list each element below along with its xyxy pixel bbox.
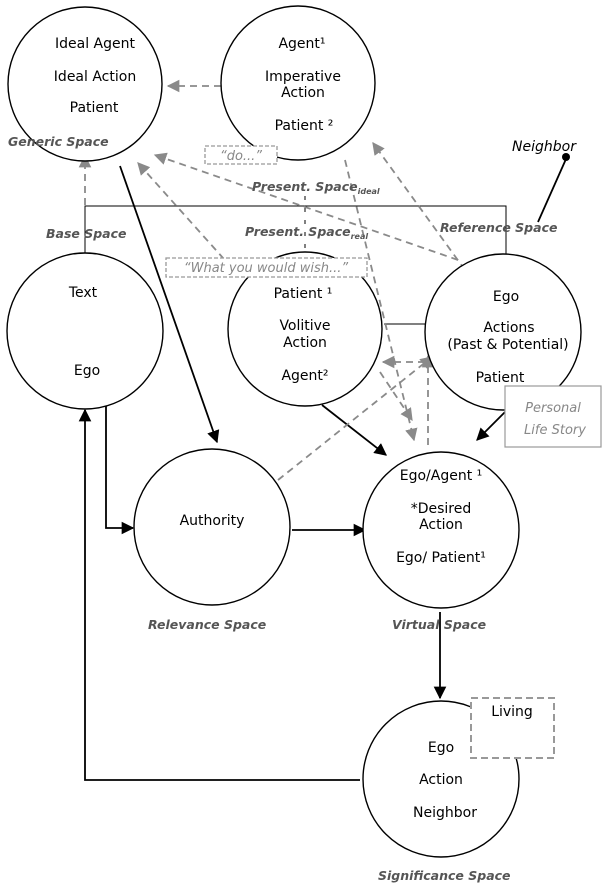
relevance-line-1: Authority <box>180 513 245 529</box>
relevance-space: Authority <box>133 448 291 606</box>
base-space-label: Base Space <box>46 226 127 241</box>
real-line-2: Volitive <box>279 318 330 334</box>
real-line-3: Action <box>283 335 327 351</box>
base-line-1: Text <box>68 285 98 301</box>
reference-to-virtual-arrow <box>476 411 506 441</box>
base-line-2: Ego <box>74 363 100 379</box>
real-to-virtual-dashed-arrow <box>379 371 413 422</box>
present-real-label: Present. Spacereal <box>245 224 368 241</box>
do-box: “do...” <box>204 145 278 165</box>
generic-space-label: Generic Space <box>8 134 109 149</box>
virtual-space-label: Virtual Space <box>392 617 486 632</box>
reference-to-generic-arrow <box>153 152 459 261</box>
ideal-line-2: Imperative <box>265 69 341 85</box>
generic-line-2: Ideal Action <box>54 69 136 85</box>
present-ideal-space: Agent¹ Imperative Action Patient ² <box>220 5 376 161</box>
wish-text: “What you would wish...” <box>184 261 349 276</box>
virtual-space: Ego/Agent ¹ *Desired Action Ego/ Patient… <box>362 451 520 609</box>
living-box: Living <box>470 697 555 759</box>
ideal-to-virtual-arrow <box>344 159 418 442</box>
significance-line-3: Neighbor <box>413 805 477 821</box>
significance-space-label: Significance Space <box>378 868 511 883</box>
ideal-line-4: Patient ² <box>275 118 334 134</box>
living-text: Living <box>491 704 533 720</box>
relevance-space-label: Relevance Space <box>148 617 266 632</box>
generic-line-3: Patient <box>70 100 119 116</box>
reference-space: Ego Actions (Past & Potential) Patient <box>424 253 582 411</box>
ideal-line-3: Action <box>281 85 325 101</box>
reference-line-4: Patient <box>476 370 525 386</box>
ideal-line-1: Agent¹ <box>278 36 325 52</box>
virtual-line-2: *Desired <box>411 501 472 517</box>
reference-line-2: Actions <box>483 320 534 336</box>
generic-to-relevance-arrow <box>119 165 220 444</box>
base-space: Text Ego <box>6 252 164 410</box>
virtual-line-4: Ego/ Patient¹ <box>396 550 486 566</box>
virtual-line-3: Action <box>419 517 463 533</box>
wish-box: “What you would wish...” <box>165 257 368 278</box>
significance-to-base-arrow <box>78 408 360 781</box>
neighbor-label: Neighbor <box>512 139 577 155</box>
present-ideal-label: Present. Spaceideal <box>252 179 380 196</box>
neighbor-link <box>537 158 567 223</box>
relevance-to-reference-arrow <box>277 356 433 481</box>
real-to-generic-arrow <box>137 162 233 269</box>
present-real-space: Patient ¹ Volitive Action Agent² <box>227 251 383 407</box>
significance-line-2: Action <box>419 772 463 788</box>
generic-line-1: Ideal Agent <box>55 36 135 52</box>
virtual-line-1: Ego/Agent ¹ <box>400 468 483 484</box>
reference-space-label: Reference Space <box>440 220 557 235</box>
personal-life-story-box: Personal Life Story <box>504 385 602 448</box>
do-text: “do...” <box>220 149 262 164</box>
real-to-virtual-arrow <box>321 404 387 456</box>
dashed-connectors <box>78 79 466 481</box>
real-line-4: Agent² <box>281 368 328 384</box>
reference-to-ideal-arrow <box>372 141 466 271</box>
neighbor-dot <box>562 153 570 161</box>
base-to-relevance-arrow <box>105 396 135 535</box>
reference-line-3: (Past & Potential) <box>447 337 568 353</box>
reference-line-1: Ego <box>493 289 519 305</box>
story-line-2: Life Story <box>524 423 586 438</box>
generic-space: Ideal Agent Ideal Action Patient <box>7 6 163 162</box>
solid-connectors <box>78 153 570 781</box>
story-line-1: Personal <box>525 401 581 416</box>
base-reference-link <box>84 205 507 254</box>
significance-line-1: Ego <box>428 740 454 756</box>
real-line-1: Patient ¹ <box>274 286 333 302</box>
